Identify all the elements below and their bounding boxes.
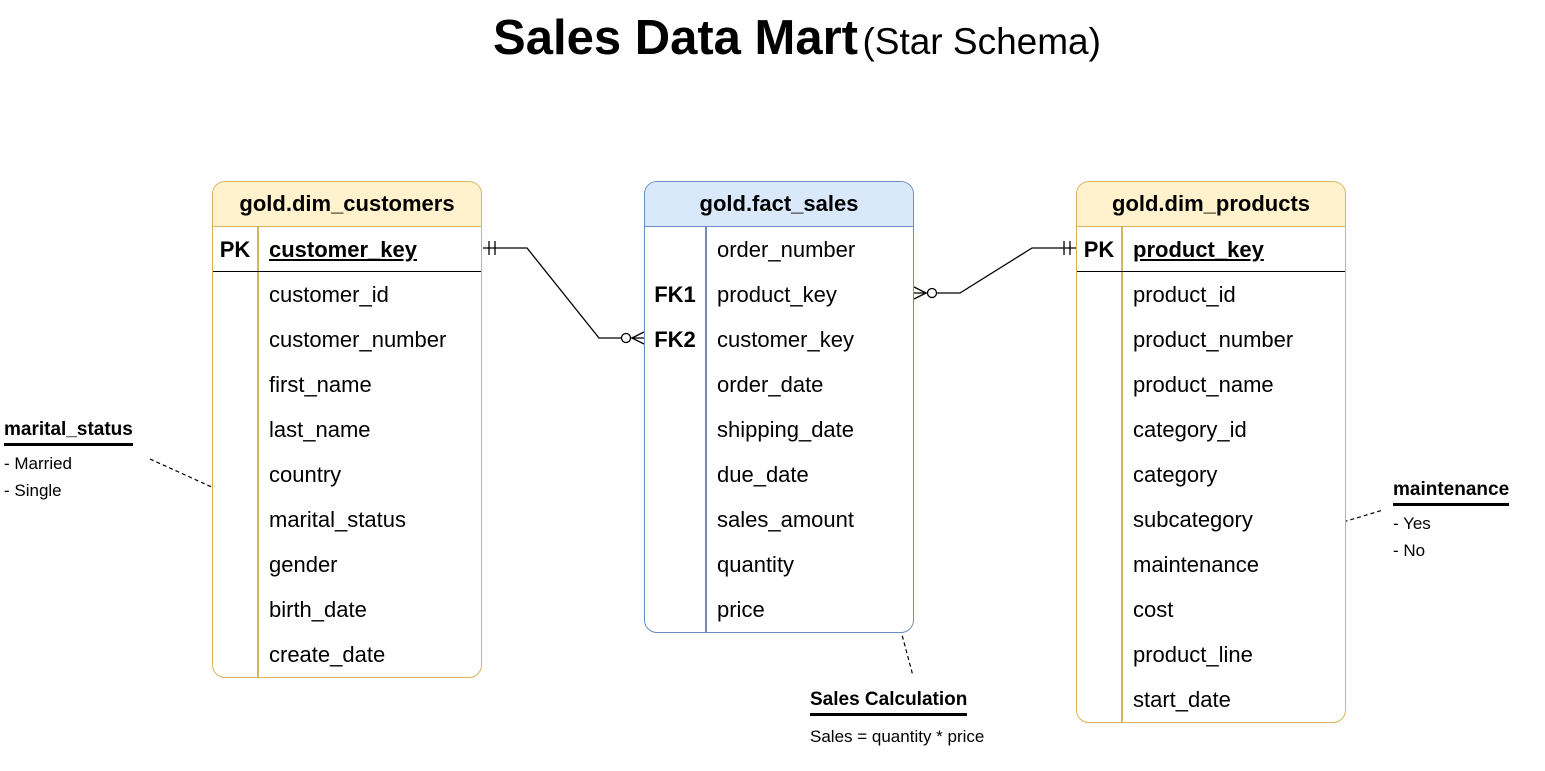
pk-row: PK product_key [1077,227,1345,272]
field-row: due_date [645,452,913,497]
field-name: category_id [1133,417,1247,442]
field-name: product_id [1133,282,1236,307]
field-row: maintenance [1077,542,1345,587]
field-row: gender [213,542,481,587]
pk-tag: PK [219,237,251,262]
field-row: shipping_date [645,407,913,452]
table-fact-sales: gold.fact_sales order_number FK1 product_… [644,181,914,633]
field-name: category [1133,462,1218,487]
title-sub: (Star Schema) [862,21,1101,62]
field-row: customer_id [213,272,481,317]
field-name: order_number [717,237,856,262]
field-row: marital_status [213,497,481,542]
table-fact-sales-body: order_number FK1 product_key FK2 customer_… [645,227,913,632]
field-name: quantity [717,552,795,577]
field-row: country [213,452,481,497]
field-row: product_number [1077,317,1345,362]
note-maintenance: maintenance - Yes - No [1393,479,1510,564]
field-row: FK1 product_key [645,272,913,317]
pk-field: customer_key [269,237,417,262]
pk-row: PK customer_key [213,227,481,272]
key-tag: FK1 [654,282,696,307]
field-name: due_date [717,462,809,487]
field-name: gender [269,552,338,577]
field-name: create_date [269,642,386,667]
note-marital-status: marital_status - Married - Single [4,419,133,504]
field-name: subcategory [1133,507,1253,532]
pk-field: product_key [1133,237,1264,262]
note-line: - No [1393,541,1426,560]
field-row: birth_date [213,587,481,632]
customers-fact-link [483,241,645,345]
field-row: category [1077,452,1345,497]
note-title: maintenance [1393,479,1510,506]
field-name: customer_id [269,282,389,307]
field-name: product_line [1133,642,1253,667]
table-dim-customers-body: PK customer_key customer_id customer_num… [213,227,481,677]
note-line: Sales = quantity * price [810,727,985,746]
field-row: first_name [213,362,481,407]
pk-tag: PK [1083,237,1115,262]
field-name: sales_amount [717,507,854,532]
table-dim-products-body: PK product_key product_id product_number… [1077,227,1345,722]
table-dim-products-title: gold.dim_products [1077,182,1345,227]
field-row: product_line [1077,632,1345,677]
field-name: marital_status [269,507,406,532]
note-title: marital_status [4,419,133,446]
products-fact-link [913,241,1076,300]
field-name: customer_key [717,327,854,352]
field-name: maintenance [1133,552,1259,577]
field-name: product_number [1133,327,1294,352]
field-name: product_key [717,282,837,307]
field-row: cost [1077,587,1345,632]
field-name: birth_date [269,597,367,622]
field-row: create_date [213,632,481,677]
field-row: subcategory [1077,497,1345,542]
table-dim-customers: gold.dim_customers PK customer_key custo… [212,181,482,678]
table-dim-products: gold.dim_products PK product_key product… [1076,181,1346,723]
key-tag: FK2 [654,327,696,352]
note-sales-calculation: Sales Calculation Sales = quantity * pri… [810,689,984,750]
field-name: price [717,597,765,622]
field-name: last_name [269,417,371,442]
note-title: Sales Calculation [810,689,968,716]
field-name: shipping_date [717,417,855,442]
field-row: FK2 customer_key [645,317,913,362]
field-row: product_name [1077,362,1345,407]
field-row: last_name [213,407,481,452]
field-name: customer_number [269,327,447,352]
field-name: start_date [1133,687,1231,712]
field-row: start_date [1077,677,1345,722]
table-fact-sales-title: gold.fact_sales [645,182,913,227]
diagram-title: Sales Data Mart (Star Schema) [0,10,1545,66]
field-row: quantity [645,542,913,587]
field-name: order_date [717,372,824,397]
field-name: cost [1133,597,1174,622]
field-row: sales_amount [645,497,913,542]
table-dim-customers-title: gold.dim_customers [213,182,481,227]
title-main: Sales Data Mart [493,11,858,65]
field-row: order_date [645,362,913,407]
note-line: - Single [4,481,62,500]
field-name: country [269,462,342,487]
field-row: category_id [1077,407,1345,452]
field-name: first_name [269,372,372,397]
field-name: product_name [1133,372,1274,397]
field-row: customer_number [213,317,481,362]
field-row: order_number [645,227,913,272]
field-row: price [645,587,913,632]
note-line: - Yes [1393,514,1431,533]
note-line: - Married [4,454,73,473]
field-row: product_id [1077,272,1345,317]
